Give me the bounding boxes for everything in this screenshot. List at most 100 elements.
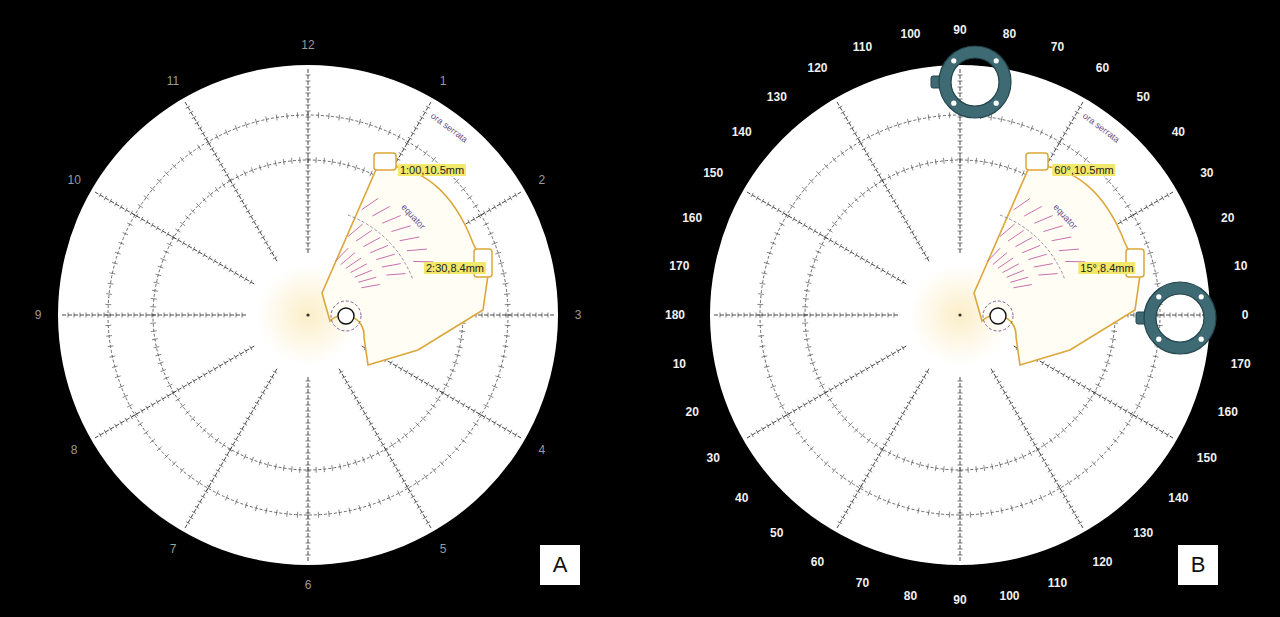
retinal-tear (1026, 153, 1048, 170)
latitude-circle (1119, 196, 1124, 200)
latitude-circle (286, 511, 288, 517)
meridian-spoke (225, 173, 229, 176)
tear-hatching (382, 216, 400, 224)
latitude-circle (123, 232, 128, 234)
latitude-circle (426, 411, 431, 415)
meridian-spoke (306, 417, 311, 418)
latitude-circle (153, 347, 159, 348)
meridian-spoke (958, 429, 963, 430)
meridian-spoke (306, 387, 311, 388)
meridian-spoke (874, 459, 878, 462)
meridian-spoke (306, 411, 311, 412)
meridian-spoke (772, 421, 775, 425)
latitude-circle (1078, 411, 1083, 415)
meridian-spoke (780, 313, 781, 318)
latitude-circle (454, 179, 458, 183)
latitude-circle (775, 232, 780, 234)
latitude-circle (323, 158, 325, 164)
latitude-circle (109, 273, 115, 274)
meridian-spoke (1135, 415, 1138, 419)
latitude-circle (495, 376, 501, 378)
meridian-spoke (958, 465, 963, 466)
latitude-circle (1087, 398, 1092, 401)
latitude-circle (832, 468, 836, 473)
tear-position-label: 60°,10.5mm (1052, 164, 1115, 176)
panel-letter-patch (540, 545, 580, 585)
tear-hatching (400, 237, 420, 241)
latitude-circle (877, 130, 879, 135)
meridian-spoke (907, 225, 911, 228)
meridian-spoke (468, 406, 471, 410)
meridian-spoke (958, 183, 963, 184)
meridian-spoke (1130, 214, 1133, 218)
meridian-spoke (726, 313, 727, 318)
meridian-spoke (306, 207, 311, 208)
latitude-circle (951, 157, 952, 163)
latitude-circle (215, 187, 219, 192)
degree-mark: 30 (1200, 166, 1213, 180)
meridian-spoke (306, 489, 311, 490)
latitude-circle (152, 290, 158, 292)
meridian-spoke (958, 495, 963, 496)
latitude-circle (896, 171, 898, 176)
meridian-spoke (206, 313, 207, 318)
meridian-spoke (161, 397, 164, 401)
meridian-spoke (130, 211, 133, 215)
fundus-chart (710, 65, 1210, 565)
meridian-spoke (958, 153, 963, 154)
meridian-spoke (1036, 449, 1040, 452)
tear-hatching (1008, 230, 1024, 241)
meridian-spoke (252, 220, 256, 223)
latitude-circle (1076, 151, 1080, 156)
latitude-circle (1083, 404, 1088, 408)
latitude-circle (911, 165, 913, 171)
meridian-spoke (231, 184, 235, 187)
latitude-circle (779, 404, 784, 407)
meridian-spoke (306, 447, 311, 448)
meridian-spoke (234, 438, 238, 441)
degree-mark: 130 (1133, 526, 1153, 540)
meridian-spoke (880, 179, 884, 182)
meridian-spoke (414, 501, 418, 504)
latitude-circle (150, 187, 155, 191)
tear-hatching (998, 258, 1013, 268)
meridian-spoke (922, 251, 926, 254)
meridian-spoke (494, 205, 497, 209)
clock-hour: 9 (35, 308, 42, 322)
tear-hatching (346, 258, 361, 268)
latitude-circle (757, 304, 763, 305)
meridian-spoke (176, 313, 177, 318)
meridian-spoke (189, 111, 193, 114)
latitude-circle (812, 258, 818, 260)
meridian-spoke (306, 399, 311, 400)
meridian-spoke (164, 313, 165, 318)
latitude-circle (1113, 439, 1118, 443)
meridian-spoke (267, 381, 271, 384)
meridian-spoke (916, 386, 920, 389)
latitude-circle (328, 113, 330, 119)
latitude-circle (455, 354, 461, 356)
latitude-circle (980, 511, 982, 517)
latitude-circle (1136, 404, 1141, 407)
degree-mark: 60 (811, 555, 824, 569)
meridian-spoke (859, 142, 863, 145)
latitude-circle (796, 431, 801, 435)
meridian-spoke (881, 358, 884, 362)
degree-mark: 50 (770, 526, 783, 540)
meridian-spoke (891, 352, 894, 356)
meridian-spoke (1024, 428, 1028, 431)
tear-hatching (987, 198, 1085, 287)
tear-hatching (1034, 264, 1053, 267)
latitude-circle (943, 466, 945, 472)
meridian-spoke (239, 352, 242, 356)
meridian-spoke (745, 191, 906, 284)
meridian-spoke (712, 67, 1208, 563)
meridian-spoke (750, 313, 751, 318)
meridian-spoke (372, 428, 376, 431)
meridian-spoke (958, 237, 963, 238)
marker-ring (951, 101, 956, 106)
meridian-spoke (958, 207, 963, 208)
latitude-circle (843, 417, 847, 421)
meridian-spoke (396, 470, 400, 473)
latitude-circle (340, 464, 341, 470)
